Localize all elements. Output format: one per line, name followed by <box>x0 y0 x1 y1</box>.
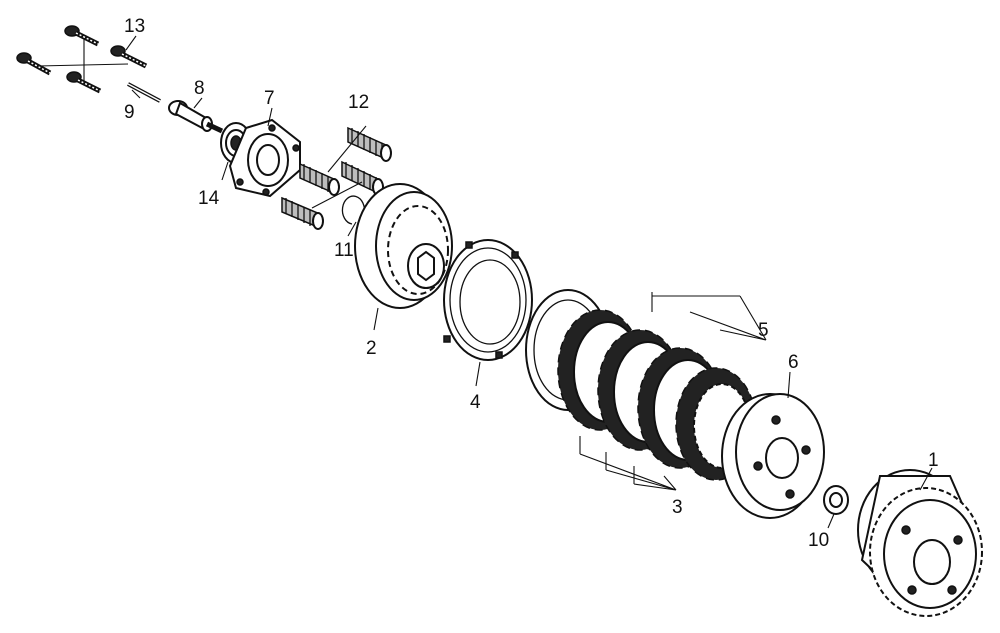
clutch-plate-stack <box>525 289 757 481</box>
pin <box>127 82 161 103</box>
clutch-housing <box>857 469 983 617</box>
spring-2 <box>299 162 340 196</box>
bolt-middle <box>110 45 148 69</box>
callout-8: 8 <box>194 78 205 99</box>
callout-13: 13 <box>124 16 145 37</box>
callout-9: 9 <box>124 102 135 123</box>
friction-plate <box>443 239 533 361</box>
bolt-group-leaders <box>37 38 129 84</box>
callout-12: 12 <box>348 92 369 113</box>
plate-stack-leaders <box>579 292 767 491</box>
callout-11: 11 <box>334 240 354 261</box>
callout-5: 5 <box>758 320 769 341</box>
push-rod <box>168 100 224 134</box>
bolt-left <box>16 52 52 76</box>
spring-leaders <box>311 125 367 209</box>
callout-3: 3 <box>672 497 683 518</box>
callout-2: 2 <box>366 338 377 359</box>
callout-10: 10 <box>808 530 829 551</box>
bolt-top <box>64 25 100 47</box>
spring-1 <box>347 126 392 162</box>
callout-1: 1 <box>928 450 939 471</box>
callout-14: 14 <box>198 188 220 209</box>
washer <box>823 485 849 515</box>
pressure-disc <box>721 393 825 519</box>
callout-7: 7 <box>264 88 275 109</box>
bolt-lower <box>66 71 102 94</box>
callout-4: 4 <box>470 392 481 413</box>
circlip <box>341 195 366 225</box>
spring-4 <box>281 196 324 230</box>
callout-6: 6 <box>788 352 799 373</box>
clutch-hub <box>354 183 453 309</box>
spring-3 <box>341 160 384 196</box>
pressure-plate <box>228 118 301 198</box>
leader-lines <box>125 35 933 529</box>
